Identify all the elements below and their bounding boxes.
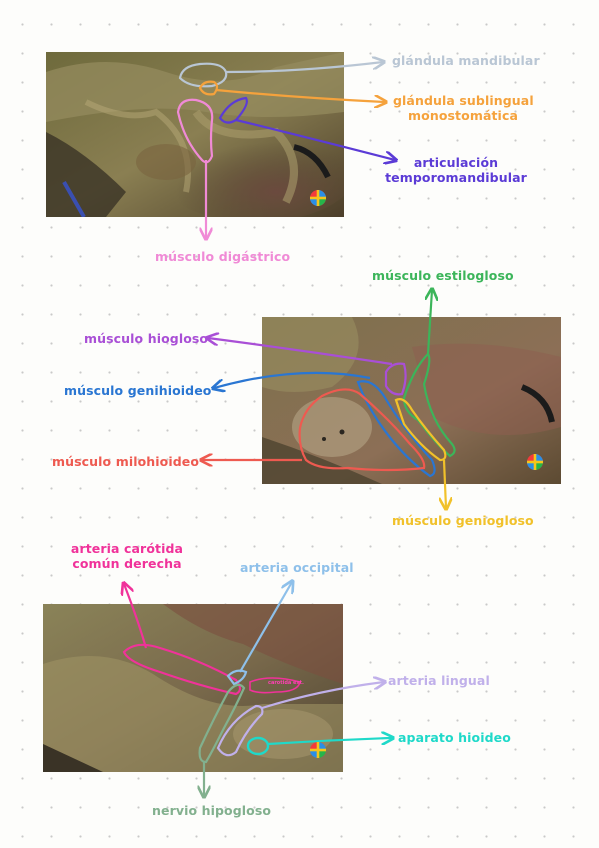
occipital-outline <box>226 669 248 686</box>
label-articulacion: articulación temporomandibular <box>384 155 528 185</box>
carotida-arrow <box>124 584 148 649</box>
label-hipogloso: nervio hipogloso <box>152 803 272 818</box>
label-carotida: arteria carótida común derecha <box>62 541 192 571</box>
label-milohioideo: músculo milohioideo <box>52 454 200 469</box>
lingual-outline <box>216 704 264 757</box>
lingual-arrow <box>261 682 384 710</box>
compass-cross-icon <box>310 742 326 758</box>
dissection-photo-2 <box>262 317 561 484</box>
label-glandula-sublingual-line1: glándula sublingual <box>393 93 534 108</box>
compass-cross-icon <box>527 454 543 470</box>
genihioideo-arrow <box>214 371 371 388</box>
label-carotida-line1: arteria carótida <box>70 541 184 556</box>
geniogloso-arrow <box>444 459 446 508</box>
label-articulacion-line2: temporomandibular <box>385 170 527 185</box>
label-glandula-mandibular: glándula mandibular <box>392 53 540 68</box>
occipital-arrow <box>239 582 292 673</box>
label-glandula-sublingual-line2: monostomática <box>408 108 518 123</box>
glandula-mandibular-arrow <box>225 62 383 74</box>
milohioideo-outline <box>298 388 426 472</box>
genihioideo-outline <box>356 380 436 478</box>
glandula-sublingual-outline <box>198 80 219 96</box>
label-articulacion-line1: articulación <box>413 155 499 170</box>
label-hiogloso: músculo hiogloso <box>84 331 209 346</box>
articulacion-outline <box>218 96 248 124</box>
label-geniogloso: músculo geniogloso <box>392 513 534 528</box>
hioideo-arrow <box>267 738 392 746</box>
dissection-photo-3 <box>43 604 343 772</box>
articulacion-arrow <box>235 118 395 160</box>
estilogloso-arrow <box>428 290 432 355</box>
digastrico-outline <box>176 98 214 164</box>
label-lingual: arteria lingual <box>388 673 490 688</box>
hiogloso-arrow <box>208 338 393 366</box>
label-hioideo: aparato hioideo <box>398 730 511 745</box>
label-estilogloso: músculo estilogloso <box>372 268 514 283</box>
compass-cross-icon <box>310 190 326 206</box>
label-occipital: arteria occipital <box>240 560 354 575</box>
label-genihioideo: músculo genihioideo <box>64 383 212 398</box>
carotida-outline <box>122 643 242 696</box>
hiogloso-outline <box>384 362 407 396</box>
label-digastrico: músculo digástrico <box>155 249 291 264</box>
label-carotida-ext-small: carotida ext. <box>268 680 304 686</box>
hioideo-outline <box>246 736 270 756</box>
glandula-sublingual-arrow <box>215 88 385 102</box>
label-carotida-line2: común derecha <box>72 556 182 571</box>
carotida-ext-outline <box>249 677 301 694</box>
hipogloso-outline <box>198 683 246 764</box>
label-glandula-sublingual: glándula sublingual monostomática <box>393 93 534 123</box>
geniogloso-outline <box>394 398 447 462</box>
